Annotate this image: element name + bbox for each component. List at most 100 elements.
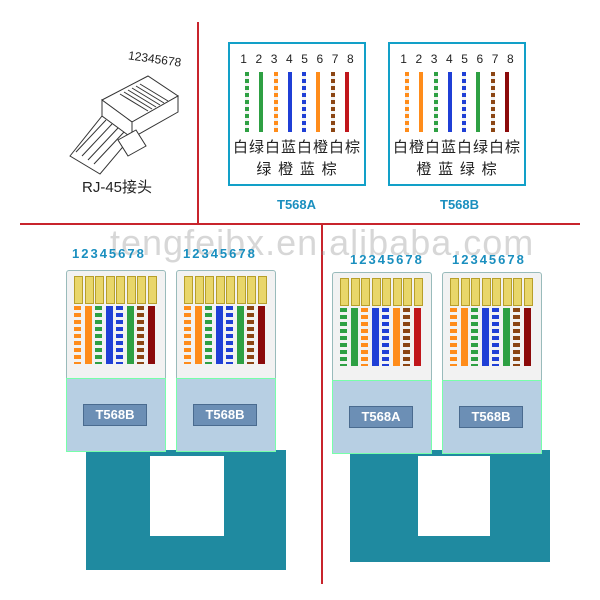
contact-pin-8 — [147, 276, 157, 304]
conductor-4 — [105, 306, 113, 364]
conductor-8 — [413, 308, 421, 366]
conductor-7 — [403, 308, 410, 366]
wire-3 — [433, 72, 438, 132]
contact-pin-7 — [513, 278, 522, 306]
contact-pin-6 — [392, 278, 402, 306]
wire-6 — [316, 72, 321, 132]
crossover-left-label: T568A — [349, 406, 413, 428]
contact-pin-6 — [502, 278, 512, 306]
t568a-color-names-row1: 白绿白蓝白橙白棕 — [232, 138, 361, 156]
straight-left-connector: T568B — [66, 270, 166, 452]
wire-5 — [302, 72, 307, 132]
plug-caption: RJ-45接头 — [82, 179, 153, 196]
contact-pin-1 — [184, 276, 193, 304]
conductor-1 — [184, 306, 191, 364]
wire-3 — [273, 72, 278, 132]
conductor-4 — [481, 308, 489, 366]
contact-pin-1 — [450, 278, 459, 306]
conductor-4 — [215, 306, 223, 364]
conductor-1 — [340, 308, 347, 366]
contact-pin-3 — [471, 278, 480, 306]
wire-4 — [447, 72, 452, 132]
divider-vertical-top — [197, 22, 199, 224]
contact-pin-2 — [194, 276, 204, 304]
wire-1 — [405, 72, 410, 132]
conductor-2 — [350, 308, 358, 366]
contact-pin-6 — [126, 276, 136, 304]
crossover-left-pin-numbers: 12345678 — [350, 252, 424, 267]
conductor-1 — [450, 308, 457, 366]
conductor-3 — [471, 308, 478, 366]
t568b-label: T568B — [440, 197, 480, 212]
contact-pin-4 — [215, 276, 225, 304]
conductor-5 — [226, 306, 233, 364]
contact-pin-7 — [403, 278, 412, 306]
straight-right-pin-numbers: 12345678 — [183, 246, 257, 261]
conductor-8 — [523, 308, 531, 366]
crossover-left-connector: T568A — [332, 272, 432, 454]
wire-6 — [476, 72, 481, 132]
contact-pin-5 — [116, 276, 125, 304]
contact-pin-3 — [205, 276, 214, 304]
straight-left-pin-numbers: 12345678 — [72, 246, 146, 261]
contact-pin-1 — [74, 276, 83, 304]
contact-pin-2 — [350, 278, 360, 306]
conductor-8 — [257, 306, 265, 364]
contact-pin-5 — [382, 278, 391, 306]
contact-pin-8 — [413, 278, 423, 306]
watermark: tengfeibx.en.alibaba.com — [110, 222, 535, 263]
wire-8 — [504, 72, 509, 132]
conductor-7 — [513, 308, 520, 366]
wire-7 — [330, 72, 335, 132]
wire-2 — [419, 72, 424, 132]
contact-pin-4 — [105, 276, 115, 304]
conductor-5 — [492, 308, 499, 366]
conductor-3 — [361, 308, 368, 366]
conductor-5 — [382, 308, 389, 366]
wire-4 — [287, 72, 292, 132]
conductor-1 — [74, 306, 81, 364]
contact-pin-5 — [492, 278, 501, 306]
t568a-color-names-row2: 绿 橙 蓝 棕 — [256, 160, 338, 178]
crossover-right-label: T568B — [459, 406, 523, 428]
contact-pin-5 — [226, 276, 235, 304]
conductor-2 — [194, 306, 202, 364]
straight-left-label: T568B — [83, 404, 147, 426]
conductor-6 — [126, 306, 134, 364]
contact-pin-3 — [95, 276, 104, 304]
contact-pin-8 — [257, 276, 267, 304]
conductor-8 — [147, 306, 155, 364]
contact-pin-8 — [523, 278, 533, 306]
contact-pin-6 — [236, 276, 246, 304]
wire-5 — [462, 72, 467, 132]
wire-7 — [490, 72, 495, 132]
divider-vertical-bottom — [321, 224, 323, 584]
t568a-wires — [230, 72, 364, 132]
straight-cable-gap — [150, 456, 224, 536]
wire-8 — [344, 72, 349, 132]
conductor-4 — [371, 308, 379, 366]
conductor-6 — [236, 306, 244, 364]
conductor-2 — [84, 306, 92, 364]
contact-pin-4 — [481, 278, 491, 306]
divider-horizontal — [20, 223, 580, 225]
contact-pin-4 — [371, 278, 381, 306]
conductor-6 — [502, 308, 510, 366]
straight-right-connector: T568B — [176, 270, 276, 452]
conductor-7 — [247, 306, 254, 364]
conductor-2 — [460, 308, 468, 366]
t568b-color-names-row1: 白橙白蓝白绿白棕 — [392, 138, 521, 156]
wire-2 — [259, 72, 264, 132]
conductor-3 — [95, 306, 102, 364]
rj45-plug-icon — [69, 75, 179, 175]
contact-pin-3 — [361, 278, 370, 306]
contact-pin-2 — [84, 276, 94, 304]
straight-right-label: T568B — [193, 404, 257, 426]
contact-pin-7 — [137, 276, 146, 304]
conductor-5 — [116, 306, 123, 364]
t568b-color-names-row2: 橙 蓝 绿 棕 — [416, 160, 498, 178]
contact-pin-7 — [247, 276, 256, 304]
